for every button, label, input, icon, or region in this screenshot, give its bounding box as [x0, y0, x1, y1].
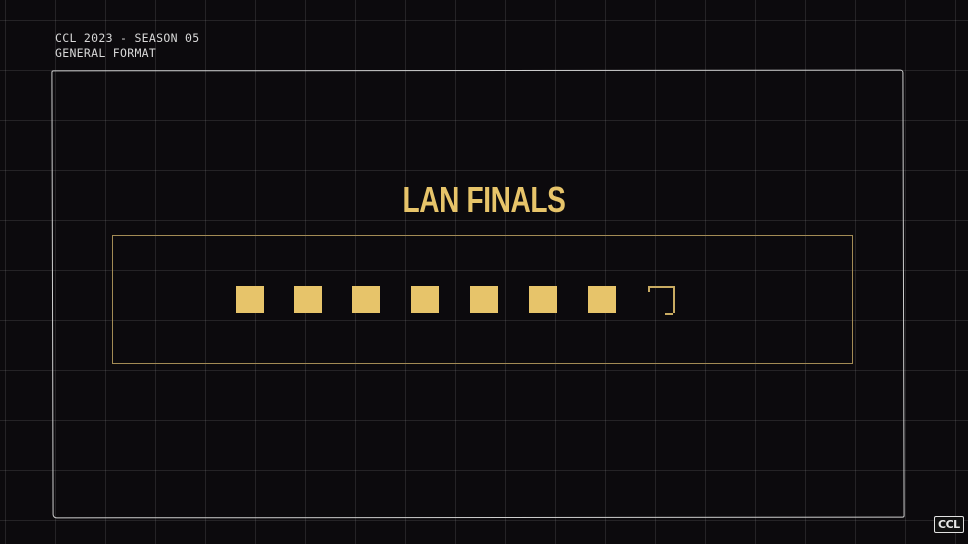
season-label: CCL 2023 - SEASON 05: [55, 31, 200, 45]
team-slot-6: [529, 286, 557, 313]
team-slot-5: [470, 286, 498, 313]
ccl-logo: CCL: [934, 516, 964, 533]
team-slot-2: [294, 286, 322, 313]
page-title: LAN FINALS: [402, 179, 566, 220]
finals-slots-box: [112, 235, 853, 364]
team-slot-4: [411, 286, 439, 313]
header: CCL 2023 - SEASON 05 GENERAL FORMAT: [55, 31, 199, 61]
team-slot-1: [236, 286, 264, 313]
team-slot-8-partial: [648, 286, 675, 315]
team-slot-3: [352, 286, 380, 313]
format-label: GENERAL FORMAT: [55, 46, 157, 60]
team-slot-7: [588, 286, 616, 313]
